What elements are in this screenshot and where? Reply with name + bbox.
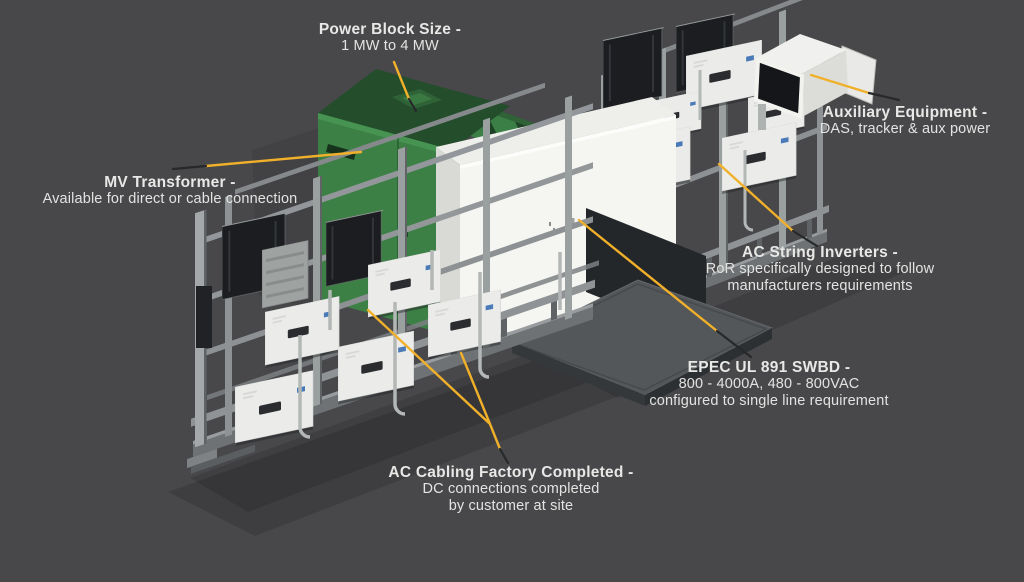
callout-mv-transformer-title: MV Transformer - [104, 174, 236, 191]
callout-ac-cabling: AC Cabling Factory Completed - DC connec… [382, 464, 640, 515]
callout-ac-cabling-title: AC Cabling Factory Completed - [388, 464, 634, 481]
callout-auxiliary-equipment-line: DAS, tracker & aux power [819, 121, 991, 137]
callout-ac-cabling-line2: by customer at site [448, 498, 574, 514]
inverter-back-panel [196, 286, 212, 348]
callout-ac-string-inverters-line1: RoR specifically designed to follow [705, 261, 935, 277]
left-inverter-rack-graphic [187, 82, 599, 474]
leader-mv-transformer [204, 150, 363, 168]
callout-mv-transformer: MV Transformer - Available for direct or… [10, 174, 330, 208]
leader-lines [171, 60, 901, 465]
callout-epec-swbd-title: EPEC UL 891 SWBD - [687, 359, 851, 376]
leader-power-block [392, 60, 411, 101]
callout-ac-string-inverters: AC String Inverters - RoR specifically d… [688, 244, 952, 295]
callout-ac-string-inverters-title: AC String Inverters - [742, 244, 898, 261]
leader-ac-string [717, 162, 795, 233]
auxiliary-equipment-graphic [753, 34, 877, 130]
callout-auxiliary-equipment: Auxiliary Equipment - DAS, tracker & aux… [794, 104, 1016, 138]
leader-auxiliary [809, 73, 871, 95]
callout-epec-swbd: EPEC UL 891 SWBD - 800 - 4000A, 480 - 80… [628, 359, 910, 410]
callout-epec-swbd-line2: configured to single line requirement [649, 393, 889, 409]
callout-auxiliary-equipment-title: Auxiliary Equipment - [822, 104, 988, 121]
inverter-back-panel [601, 24, 664, 109]
callout-ac-cabling-line1: DC connections completed [422, 481, 600, 497]
leader-epec [577, 218, 719, 333]
callout-mv-transformer-line: Available for direct or cable connection [42, 191, 298, 207]
callout-epec-swbd-line1: 800 - 4000A, 480 - 800VAC [678, 376, 860, 392]
ac-cable-conduits [298, 250, 562, 439]
callout-ac-string-inverters-line2: manufacturers requirements [727, 278, 913, 294]
callout-power-block: Power Block Size - 1 MW to 4 MW [270, 21, 510, 55]
leader-ac-cabling [366, 308, 502, 451]
inverter-side-panel [262, 240, 308, 308]
callout-power-block-line: 1 MW to 4 MW [341, 38, 439, 54]
callout-power-block-title: Power Block Size - [318, 21, 462, 38]
